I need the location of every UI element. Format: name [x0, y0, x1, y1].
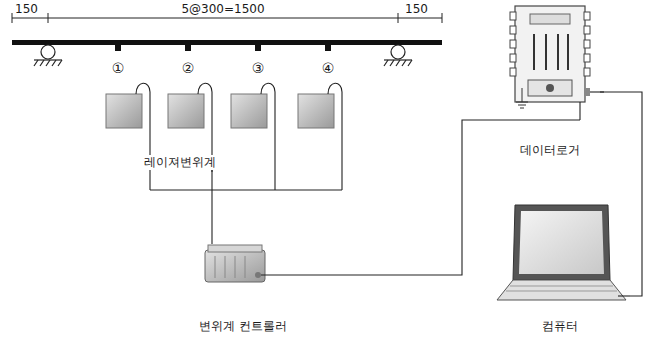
device-label: 변위계 컨트롤러	[197, 319, 289, 334]
beam	[12, 40, 442, 45]
callout-number: ②	[181, 60, 196, 76]
signal-cable	[600, 92, 642, 296]
device-label: 데이터로거	[518, 143, 582, 158]
callout-number: ①	[111, 60, 126, 76]
dimension-text: 150	[14, 2, 39, 16]
dimension-text: 150	[404, 2, 429, 16]
support-symbol	[34, 45, 412, 66]
signal-cable	[211, 170, 212, 244]
dimension-text: 5@300=1500	[180, 2, 265, 16]
callout-number: ③	[251, 60, 266, 76]
device-node: 레이져변위계	[98, 84, 353, 170]
device-label: 레이져변위계	[142, 155, 218, 170]
data-logger	[500, 6, 604, 120]
laptop-computer	[497, 205, 630, 300]
callout-number: ④	[321, 60, 336, 76]
device-label: 컴퓨터	[540, 319, 580, 334]
controller-unit	[205, 245, 294, 282]
device-node: 변위계 컨트롤러	[192, 244, 294, 334]
laser-sensor	[106, 94, 334, 128]
target-plate	[115, 45, 331, 51]
sensor-cable	[136, 83, 342, 190]
device-node: 컴퓨터	[490, 200, 630, 334]
device-node: 데이터로거	[500, 2, 600, 158]
signal-cable	[294, 120, 500, 275]
